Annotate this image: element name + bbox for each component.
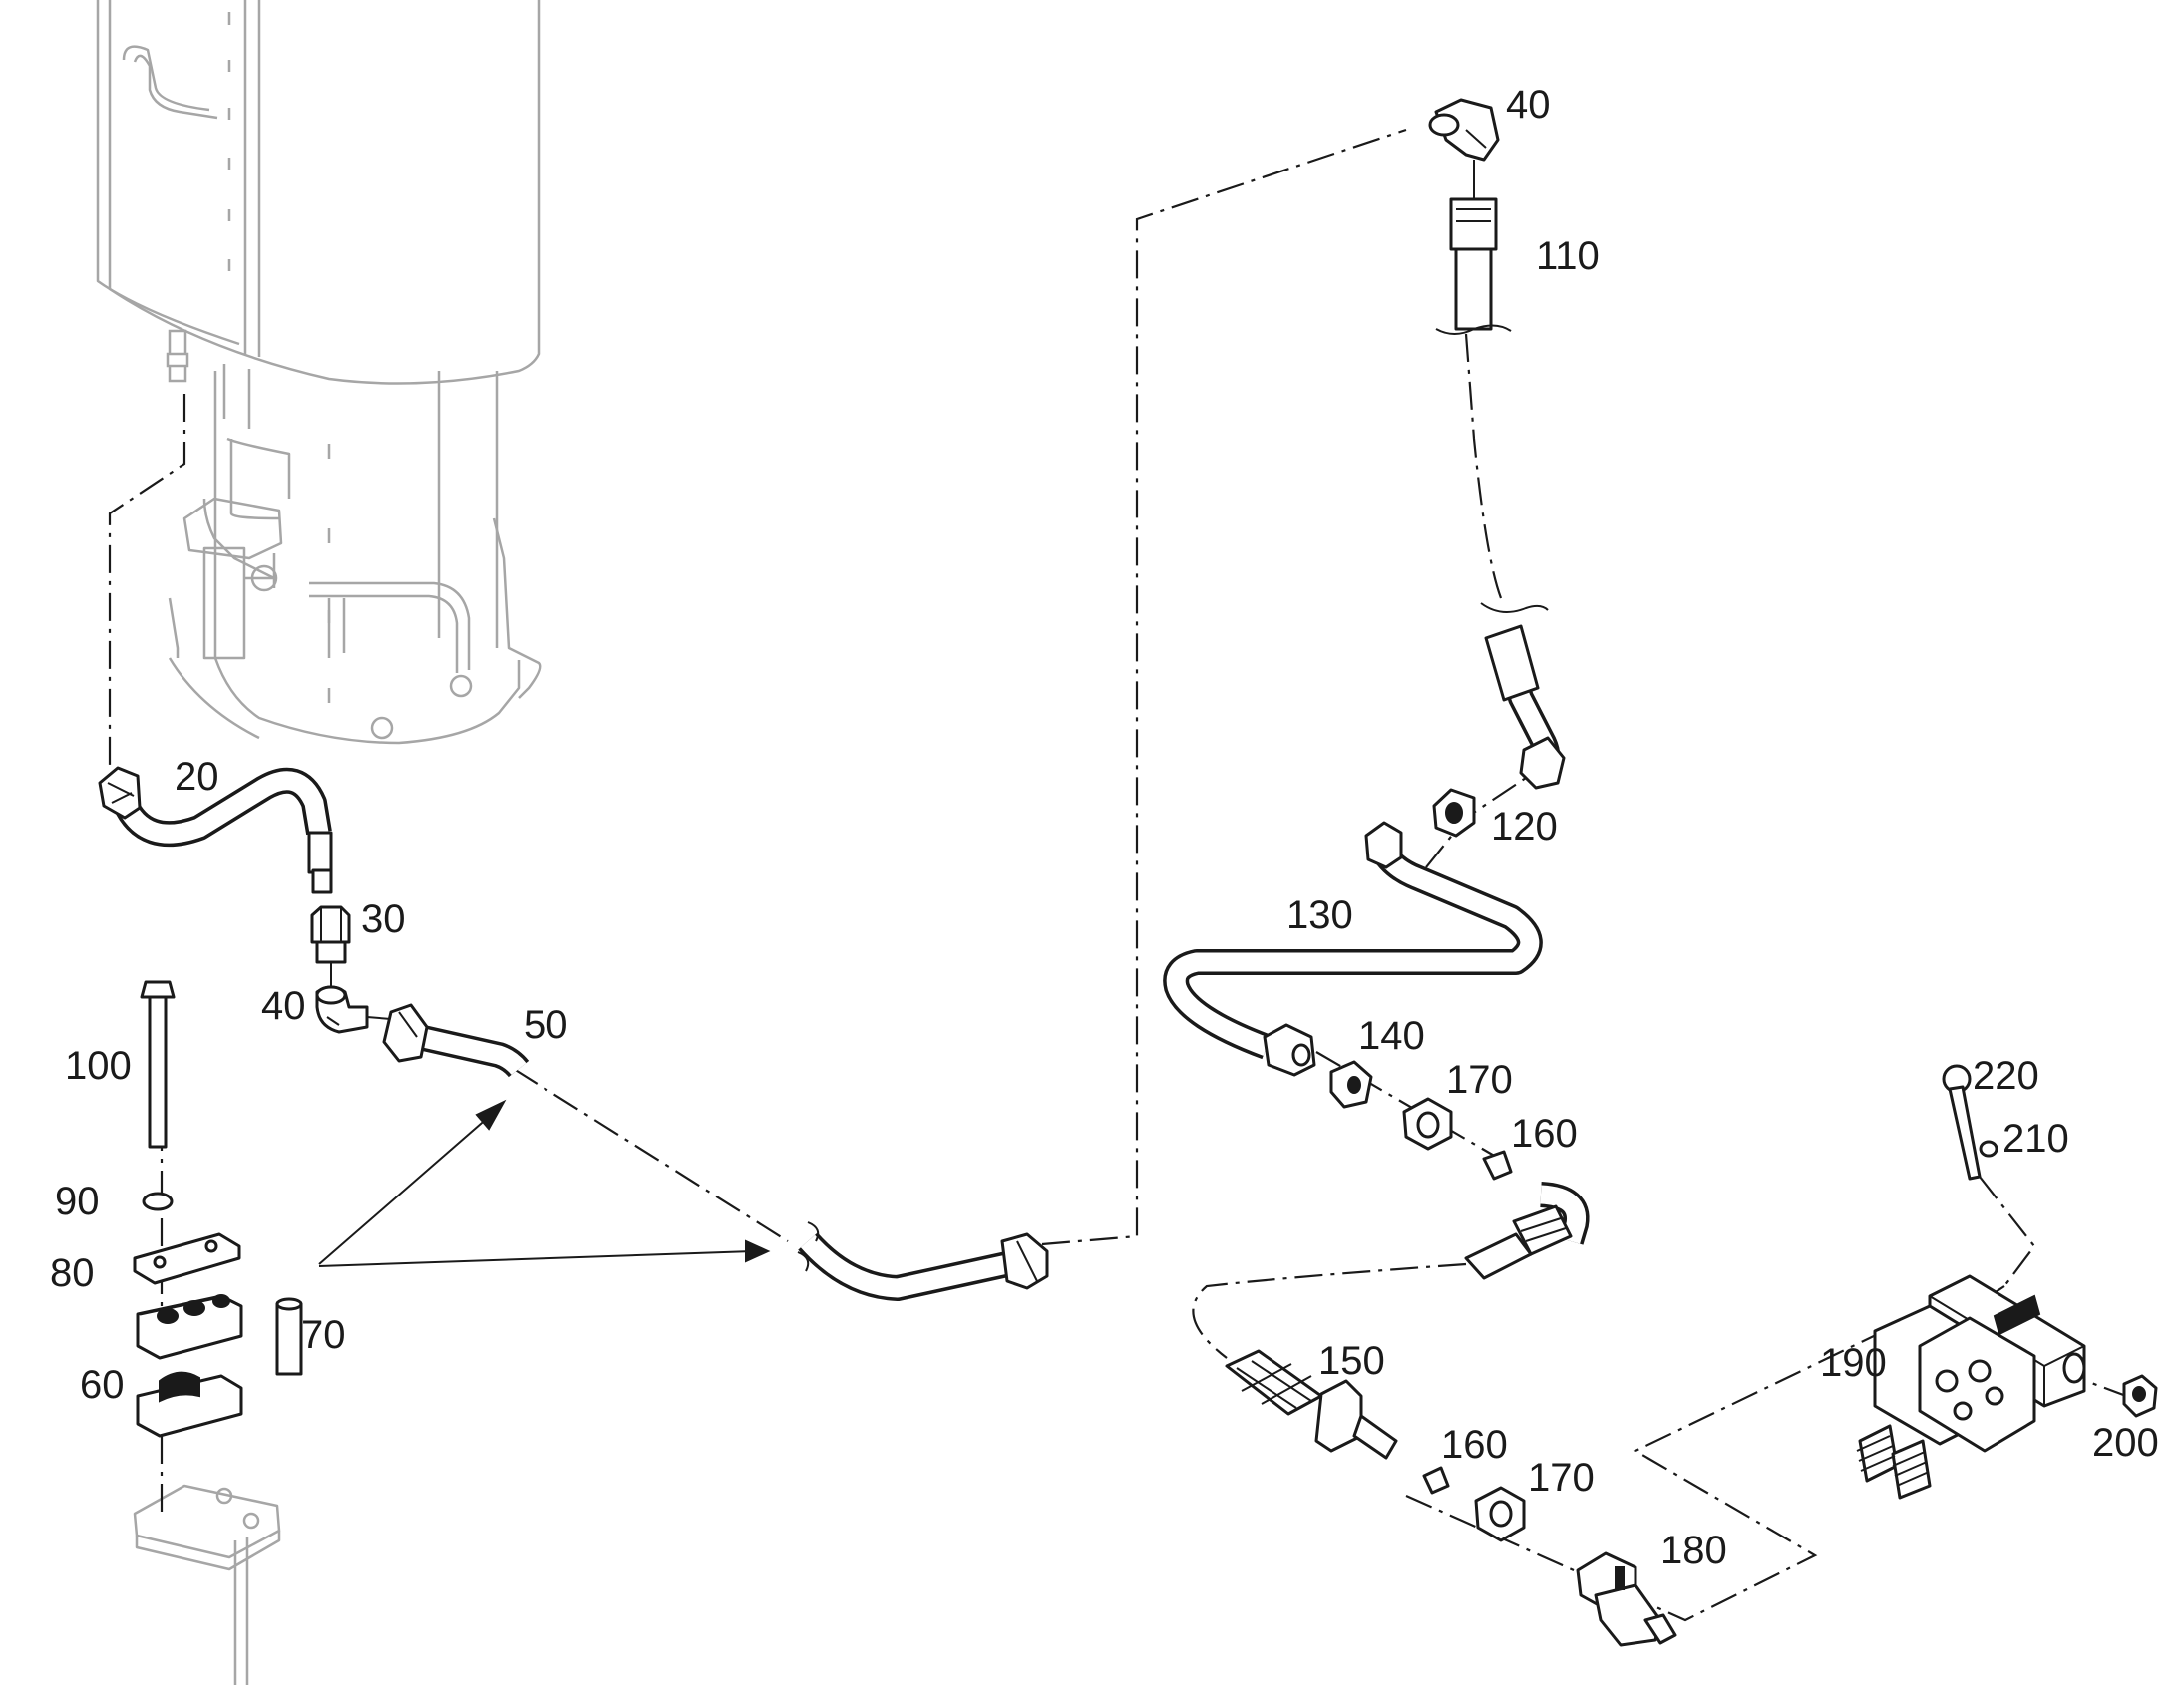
callout-c40b: 40 — [1506, 83, 1551, 127]
pin-70 — [275, 1297, 303, 1376]
callout-c160b: 160 — [1441, 1423, 1508, 1467]
plug-200 — [2122, 1374, 2158, 1418]
callout-c40a: 40 — [261, 984, 306, 1028]
sleeve-160-upper — [1482, 1150, 1513, 1181]
callout-c170b: 170 — [1528, 1456, 1595, 1500]
nut-120 — [1432, 788, 1476, 838]
ring-140 — [1329, 1060, 1373, 1109]
elbow-40-lower — [315, 985, 392, 1034]
callout-c90: 90 — [55, 1180, 100, 1223]
sleeve-160-lower — [1422, 1466, 1450, 1495]
callout-c170a: 170 — [1446, 1058, 1513, 1102]
callout-c160a: 160 — [1511, 1112, 1578, 1156]
nut-170-upper — [1402, 1097, 1453, 1151]
tube-130 — [1163, 821, 1543, 1077]
washer-210 — [1979, 1140, 1998, 1158]
fitting-30 — [310, 905, 351, 987]
hose-20 — [98, 766, 333, 894]
callout-c200: 200 — [2092, 1421, 2159, 1465]
callout-c140: 140 — [1358, 1014, 1425, 1058]
callout-c70: 70 — [301, 1313, 346, 1357]
mount-plate — [133, 1484, 281, 1685]
nut-170-lower — [1474, 1486, 1526, 1542]
valve-block-190 — [1856, 1274, 2086, 1500]
hose-110 — [1435, 197, 1566, 790]
callout-labels: 20 30 40 50 100 90 80 70 60 40 110 120 130 140 170 160 2… — [50, 83, 2159, 1572]
callout-c210: 210 — [2002, 1117, 2069, 1161]
fitting-180 — [1576, 1551, 1677, 1647]
callout-c120: 120 — [1491, 805, 1558, 849]
assembly-lines — [108, 128, 2127, 1622]
hose-150-lower — [1225, 1349, 1398, 1460]
callout-c80: 80 — [50, 1251, 95, 1295]
callout-c190: 190 — [1820, 1341, 1887, 1385]
bolt-100 — [140, 980, 176, 1149]
callout-c220: 220 — [1973, 1054, 2039, 1098]
callout-c110: 110 — [1536, 234, 1600, 278]
machine-housing — [96, 0, 542, 745]
washer-90 — [142, 1192, 174, 1211]
callout-c130: 130 — [1286, 893, 1353, 937]
hose-150-upper — [1464, 1182, 1590, 1280]
pointer-arrows — [318, 1099, 771, 1267]
callout-c50: 50 — [524, 1003, 568, 1047]
clamp-60 — [136, 1294, 243, 1438]
callout-c30: 30 — [361, 897, 406, 941]
callout-c150: 150 — [1318, 1339, 1385, 1383]
elbow-40-upper — [1428, 98, 1500, 199]
callout-c180: 180 — [1660, 1529, 1727, 1572]
callout-c100: 100 — [65, 1044, 132, 1088]
callout-c20: 20 — [175, 755, 219, 799]
callout-c60: 60 — [80, 1363, 125, 1407]
plate-80 — [133, 1232, 241, 1285]
screw-220 — [1942, 1064, 1982, 1181]
pipe-50 — [382, 1003, 1049, 1301]
